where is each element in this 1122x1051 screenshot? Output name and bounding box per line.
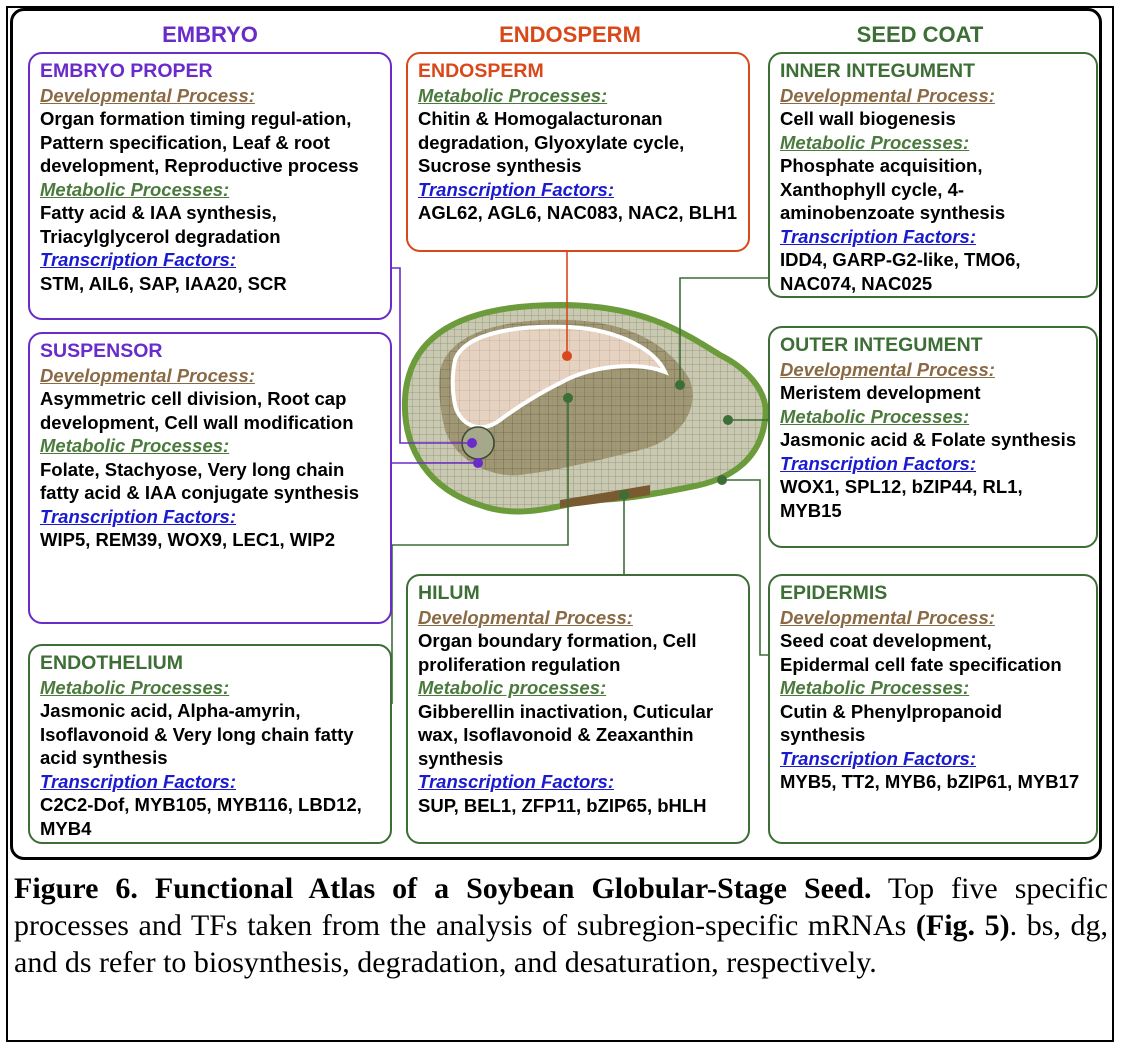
metabolic-label: Metabolic Processes: [780, 677, 970, 698]
tf-label: Transcription Factors: [780, 452, 977, 474]
tf-text: IDD4, GARP-G2-like, TMO6, NAC074, NAC025 [780, 249, 1021, 294]
developmental-text: Organ formation timing regul-ation, Patt… [40, 108, 359, 176]
metabolic-text: Jasmonic acid, Alpha-amyrin, Isoflavonoi… [40, 700, 354, 768]
leader-epidermis [722, 479, 768, 656]
header-seed-coat: SEED COAT [856, 22, 984, 47]
panel-title: INNER INTEGUMENT [780, 60, 975, 82]
tf-label: Transcription Factors: [40, 770, 237, 792]
developmental-label: Developmental Process: [780, 358, 995, 380]
panel-embryo-proper: EMBRYO PROPER Developmental Process: Org… [28, 52, 392, 320]
developmental-label: Developmental Process: [40, 84, 255, 106]
developmental-label: Developmental Process: [418, 606, 633, 628]
tf-text: WOX1, SPL12, bZIP44, RL1, MYB15 [780, 476, 1023, 521]
caption-figure-ref: (Fig. 5) [915, 909, 1010, 942]
metabolic-label: Metabolic Processes: [780, 131, 970, 153]
leader-inner-integument [679, 277, 768, 385]
panel-endothelium: ENDOTHELIUM Metabolic Processes: Jasmoni… [28, 644, 392, 844]
panel-hilum: HILUM Developmental Process: Organ bound… [406, 574, 750, 844]
leader-embryo-proper [392, 267, 472, 444]
panel-suspensor: SUSPENSOR Developmental Process: Asymmet… [28, 332, 392, 624]
developmental-label: Developmental Process: [780, 84, 995, 106]
developmental-text: Cell wall biogenesis [780, 108, 956, 129]
tf-label: Transcription Factors: [40, 505, 237, 527]
panel-title: EMBRYO PROPER [40, 60, 213, 82]
panel-title: OUTER INTEGUMENT [780, 334, 983, 356]
tf-label: Transcription Factors: [418, 178, 615, 200]
metabolic-label: Metabolic Processes: [40, 435, 230, 456]
developmental-label: Developmental Process: [780, 606, 995, 628]
caption-text-1: Top five specific processes and TFs take… [14, 872, 1108, 942]
dot-epidermis [717, 475, 727, 485]
dot-endothelium [563, 393, 573, 403]
panel-title: ENDOTHELIUM [40, 652, 183, 674]
developmental-text: Organ boundary formation, Cell prolifera… [418, 630, 697, 675]
dot-suspensor [473, 458, 483, 468]
developmental-label: Developmental Process: [40, 364, 255, 386]
dot-endosperm [562, 351, 572, 361]
metabolic-text: Chitin & Homogalacturonan degradation, G… [418, 108, 685, 176]
hilum-shape [560, 485, 650, 508]
metabolic-label: Metabolic Processes: [780, 405, 970, 427]
tf-text: WIP5, REM39, WOX9, LEC1, WIP2 [40, 529, 336, 550]
panel-title: ENDOSPERM [418, 60, 544, 82]
dot-outer-integument [723, 415, 733, 425]
metabolic-label: Metabolic Processes: [418, 84, 608, 106]
caption-lead: Figure 6. Functional Atlas of a Soybean … [14, 872, 872, 905]
tf-text: SUP, BEL1, ZFP11, bZIP65, bHLH [418, 794, 707, 816]
panel-endosperm: ENDOSPERM Metabolic Processes: Chitin & … [406, 52, 750, 252]
tf-text: AGL62, AGL6, NAC083, NAC2, BLH1 [418, 202, 738, 223]
metabolic-text: Folate, Stachyose, Very long chain fatty… [40, 458, 360, 504]
leader-endothelium [391, 398, 569, 704]
panel-epidermis: EPIDERMIS Developmental Process: Seed co… [768, 574, 1098, 844]
caption-text-2: . bs, dg, and ds refer to biosynthesis, … [14, 909, 1109, 979]
panel-title: EPIDERMIS [780, 582, 888, 604]
metabolic-label: Metabolic Processes: [40, 178, 230, 200]
panel-inner-integument: INNER INTEGUMENT Developmental Process: … [768, 52, 1098, 298]
tf-label: Transcription Factors: [40, 249, 237, 270]
figure-frame [6, 6, 1114, 1042]
metabolic-text: Jasmonic acid & Folate synthesis [780, 429, 1077, 450]
dot-embryo [467, 438, 477, 448]
tf-text: STM, AIL6, SAP, IAA20, SCR [40, 272, 287, 294]
tf-label: Transcription Factors: [780, 747, 977, 769]
panel-outer-integument: OUTER INTEGUMENT Developmental Process: … [768, 326, 1098, 548]
metabolic-text: Phosphate acquisition, Xanthophyll cycle… [780, 155, 1006, 223]
developmental-text: Asymmetric cell division, Root cap devel… [40, 388, 354, 433]
metabolic-text: Fatty acid & IAA synthesis, Triacylglyce… [40, 202, 281, 247]
tf-text: MYB5, TT2, MYB6, bZIP61, MYB17 [780, 771, 1080, 792]
panel-title: HILUM [418, 582, 480, 604]
metabolic-text: Gibberellin inactivation, Cuticular wax,… [418, 700, 714, 769]
header-endosperm: ENDOSPERM [499, 22, 641, 47]
header-embryo: EMBRYO [162, 22, 258, 47]
tf-label: Transcription Factors: [780, 225, 977, 247]
figure-caption: Figure 6. Functional Atlas of a Soybean … [14, 870, 1108, 981]
developmental-text: Seed coat development, Epidermal cell fa… [780, 630, 1062, 675]
dot-inner-integument [675, 380, 685, 390]
tf-text: C2C2-Dof, MYB105, MYB116, LBD12, MYB4 [40, 794, 362, 839]
tf-label: Transcription Factors: [418, 771, 615, 792]
metabolic-text: Cutin & Phenylpropanoid synthesis [780, 700, 1002, 746]
developmental-text: Meristem development [780, 382, 981, 403]
metabolic-label: Metabolic processes: [418, 677, 607, 698]
metabolic-label: Metabolic Processes: [40, 676, 230, 698]
dot-hilum [619, 490, 629, 500]
panel-title: SUSPENSOR [40, 340, 163, 362]
diagram-frame [10, 8, 1102, 860]
endosperm-shape [450, 324, 669, 430]
